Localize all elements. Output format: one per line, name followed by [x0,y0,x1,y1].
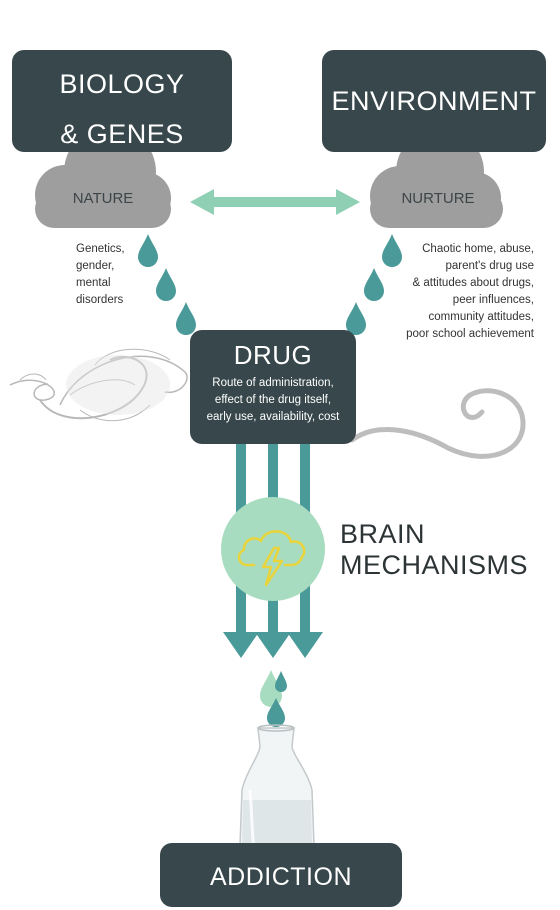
raindrop-icon [138,234,158,267]
nature-label: NATURE [72,190,134,207]
nurture-factor-line: & attitudes about drugs, [412,277,534,289]
nurture-raindrops [346,234,402,335]
nurture-factors: Chaotic home, abuse, parent's drug use &… [406,241,534,343]
environment-box: ENVIRONMENT [322,50,546,152]
lightning-bolt-icon [261,546,284,587]
nurture-factor-line: peer influences, [452,294,534,306]
nurture-factor-line: community attitudes, [428,311,534,323]
biology-genes-box: BIOLOGY & GENES [12,50,232,152]
drug-description-line: Route of administration, [212,377,334,389]
nurture-factor-line: poor school achievement [406,328,534,340]
raindrop-icon [382,234,402,267]
biology-title-line-1: BIOLOGY [59,69,185,99]
nature-factors: Genetics, gender, mental disorders [76,241,125,309]
double-arrow-icon [190,189,360,215]
nature-factor-line: disorders [76,294,124,306]
drug-box: DRUG Route of administration, effect of … [190,330,356,444]
brain-mechanisms-line-2: MECHANISMS [340,550,529,580]
brain-mechanisms-line-1: BRAIN [340,519,426,549]
biology-title-line-2: & GENES [60,119,184,149]
nature-factor-line: Genetics, [76,243,125,255]
drug-title: DRUG [233,340,313,370]
raindrop-icon [156,268,176,301]
environment-title: ENVIRONMENT [331,86,537,116]
drug-description: Route of administration, effect of the d… [190,375,356,426]
left-swirl-icon [9,348,188,422]
raindrop-icon [267,698,285,727]
raindrop-icon [346,302,366,335]
nurture-label: NURTURE [401,190,475,207]
light-drop-icon [260,670,282,707]
carafe-icon [239,724,315,861]
left-swirl-shade [66,355,170,415]
nurture-factor-line: Chaotic home, abuse, [422,243,534,255]
addiction-title: ADDICTION [210,863,352,891]
raindrop-icon [275,671,287,692]
brain-mechanisms-label: BRAIN MECHANISMS [340,519,528,581]
addiction-box: ADDICTION [160,843,402,907]
raindrop-icon [364,268,384,301]
drug-description-line: early use, availability, cost [206,411,340,423]
nature-factor-line: mental [76,277,111,289]
nature-raindrops [138,234,196,335]
right-swirl-icon [349,388,526,459]
storm-cloud-icon [237,530,306,567]
raindrop-icon [176,302,196,335]
nature-factor-line: gender, [76,260,115,272]
drug-description-line: effect of the drug itself, [214,394,332,406]
nurture-factor-line: parent's drug use [445,260,534,272]
